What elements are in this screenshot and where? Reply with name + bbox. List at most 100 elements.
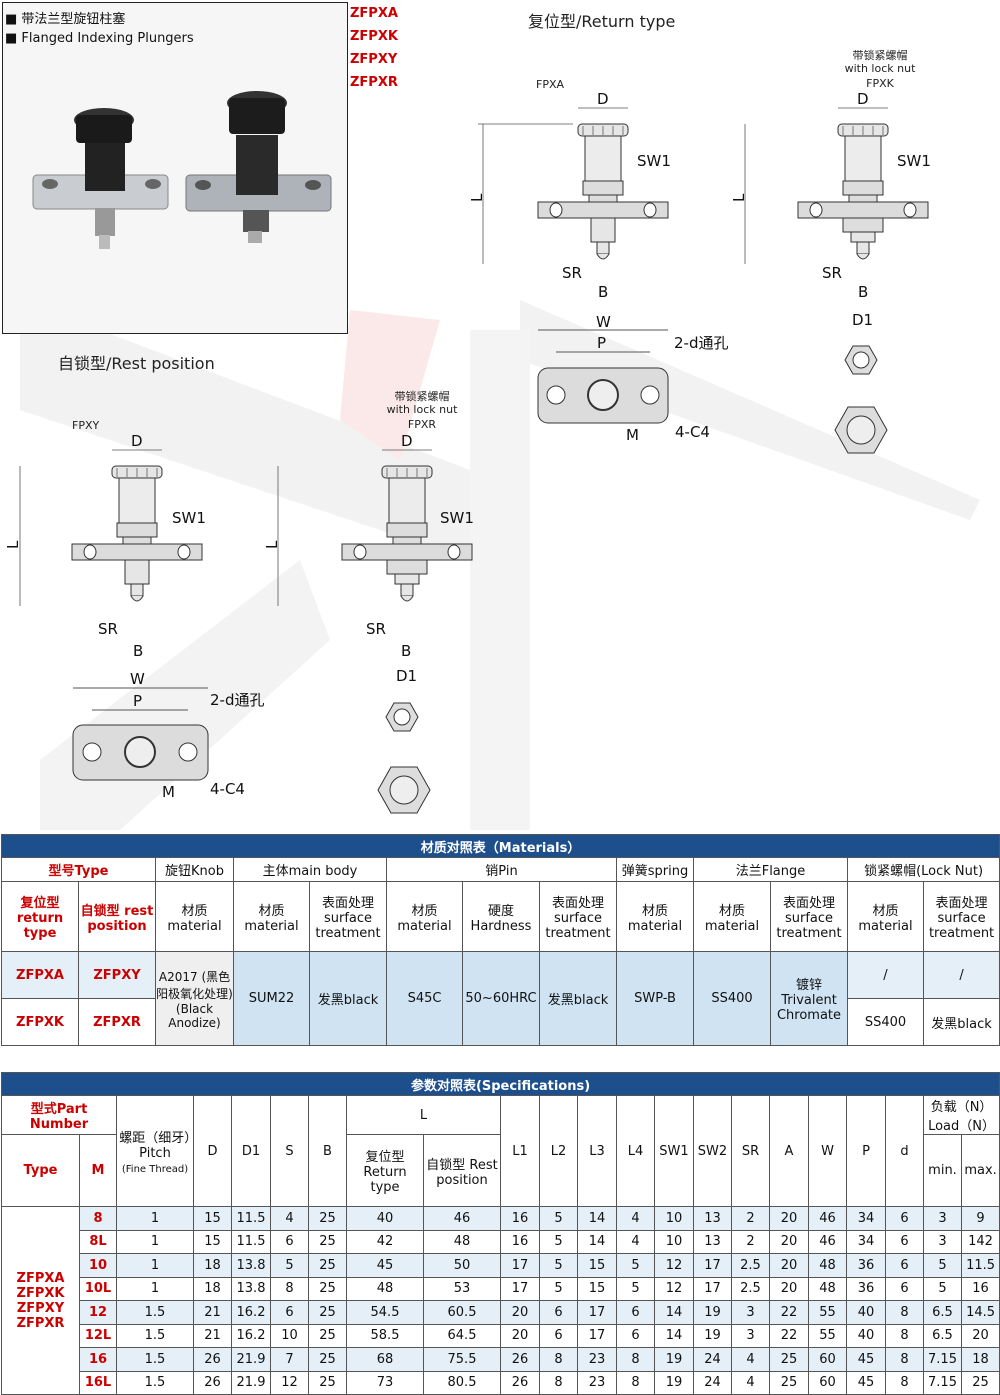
specs-cell: 6: [539, 1300, 578, 1325]
specs-cell: 75.5: [423, 1347, 501, 1372]
hex-view-sw2-a: [834, 406, 888, 454]
specs-cell: 4: [616, 1229, 655, 1254]
specs-cell: 34: [846, 1229, 886, 1254]
fpxr-label: FPXR: [407, 418, 437, 431]
mat-return-type: 复位型 return type: [1, 881, 79, 952]
product-photo: [32, 91, 332, 249]
specs-m-cell: 12L: [79, 1323, 117, 1348]
specs-cell: 6: [885, 1276, 924, 1301]
dim-l-y: L: [4, 540, 22, 549]
specs-title: 参数对照表(Specifications): [0, 1072, 1000, 1096]
specs-cell: 15: [193, 1229, 232, 1254]
materials-table: 材质对照表（Materials） 型号Type 旋钮Knob 主体main bo…: [0, 834, 1000, 1046]
specs-m-cell: 8L: [79, 1229, 117, 1254]
dim-d-r: D: [401, 432, 413, 450]
specs-cell: 16: [960, 1276, 1000, 1301]
specs-cell: 6: [885, 1253, 924, 1278]
specs-cell: 46: [423, 1206, 501, 1231]
specs-cell: 6: [270, 1300, 309, 1325]
specs-cell: 5: [539, 1276, 578, 1301]
specs-cell: 2: [731, 1206, 770, 1231]
sub-material: 材质 material: [233, 881, 310, 952]
specs-cell: 23: [577, 1347, 617, 1372]
specs-cell: 18: [960, 1347, 1000, 1372]
specs-cell: 68: [346, 1347, 424, 1372]
specs-col-sr: SR: [731, 1095, 770, 1207]
specs-col-sw2: SW2: [693, 1095, 732, 1207]
specs-type: Type: [1, 1134, 80, 1207]
specs-cell: 5: [539, 1206, 578, 1231]
specs-cell: 4: [731, 1347, 770, 1372]
title-en: Flanged Indexing Plungers: [21, 31, 194, 46]
mat-type-header: 型号Type: [1, 857, 156, 882]
specs-cell: 3: [731, 1323, 770, 1348]
specs-cell: 10: [270, 1323, 309, 1348]
specs-cell: 19: [693, 1300, 732, 1325]
fpxr-note-en: with lock nut: [386, 403, 458, 416]
sub-material: 材质 material: [155, 881, 234, 952]
specs-cell: 4: [616, 1206, 655, 1231]
dim-sw1-k: SW1: [897, 152, 931, 170]
specs-cell: 5: [539, 1253, 578, 1278]
dim-sr-r: SR: [366, 620, 386, 638]
specs-type-code: ZFPXA: [16, 1270, 65, 1286]
specs-cell: 6: [539, 1323, 578, 1348]
specs-cell: 5: [923, 1253, 962, 1278]
specs-l-rest: 自锁型 Rest position: [423, 1134, 501, 1207]
specs-part-number: 型式Part Number: [1, 1095, 117, 1135]
specs-cell: 48: [346, 1276, 424, 1301]
specs-load-min: min.: [923, 1134, 962, 1207]
specs-load-max: max.: [960, 1134, 1000, 1207]
specs-cell: 17: [577, 1323, 617, 1348]
specs-type-code: ZFPXK: [16, 1285, 65, 1301]
dim-sr-a: SR: [562, 264, 582, 282]
dim-sr-k: SR: [822, 264, 842, 282]
bullet-cn: ■ 带法兰型旋钮柱塞: [5, 12, 126, 27]
dim-l-r: L: [263, 540, 281, 549]
specs-cell: 6.5: [923, 1323, 962, 1348]
specs-cell: 8: [885, 1300, 924, 1325]
specs-cell: 14: [654, 1323, 694, 1348]
specs-cell: 26: [193, 1347, 232, 1372]
specs-m: M: [79, 1134, 117, 1207]
dim-sw1-y: SW1: [172, 509, 206, 527]
dim-d-a: D: [597, 90, 609, 108]
specs-col-l2: L2: [539, 1095, 578, 1207]
specs-cell: 18: [193, 1253, 232, 1278]
specs-cell: 20: [500, 1300, 540, 1325]
specs-cell: 60.5: [423, 1300, 501, 1325]
specs-cell: 5: [539, 1229, 578, 1254]
specs-cell: 18: [193, 1276, 232, 1301]
specs-cell: 1: [116, 1229, 194, 1254]
specs-cell: 6: [616, 1323, 655, 1348]
pitch-label: 螺距（细牙）Pitch: [119, 1130, 191, 1161]
specs-cell: 15: [577, 1253, 617, 1278]
specs-cell: 20: [960, 1323, 1000, 1348]
specs-cell: 3: [731, 1300, 770, 1325]
specs-cell: 42: [346, 1229, 424, 1254]
specs-cell: 1.5: [116, 1300, 194, 1325]
specs-cell: 64.5: [423, 1323, 501, 1348]
specs-col-l1: L1: [500, 1095, 540, 1207]
mat-group-flange: 法兰Flange: [693, 857, 848, 882]
fpxr-note-cn: 带锁紧螺帽: [394, 390, 450, 403]
mat-pin-material: S45C: [386, 951, 463, 1046]
dim-p-y: P: [133, 692, 142, 710]
specs-cell: 25: [308, 1206, 347, 1231]
specs-cell: 17: [577, 1300, 617, 1325]
specs-cell: 5: [616, 1276, 655, 1301]
specs-cell: 8: [539, 1347, 578, 1372]
specs-m-cell: 12: [79, 1300, 117, 1325]
specs-cell: 4: [270, 1206, 309, 1231]
specs-cell: 21.9: [231, 1347, 271, 1372]
specs-cell: 20: [500, 1323, 540, 1348]
mat-body-surface: 发黑black: [309, 951, 387, 1046]
specs-cell: 8: [885, 1323, 924, 1348]
specs-col-sw1: SW1: [654, 1095, 694, 1207]
dim-b-y: B: [133, 642, 143, 660]
specs-type-code: ZFPXR: [16, 1315, 65, 1331]
product-photo-frame: ■ 带法兰型旋钮柱塞 ■ Flanged Indexing Plungers: [2, 2, 348, 334]
